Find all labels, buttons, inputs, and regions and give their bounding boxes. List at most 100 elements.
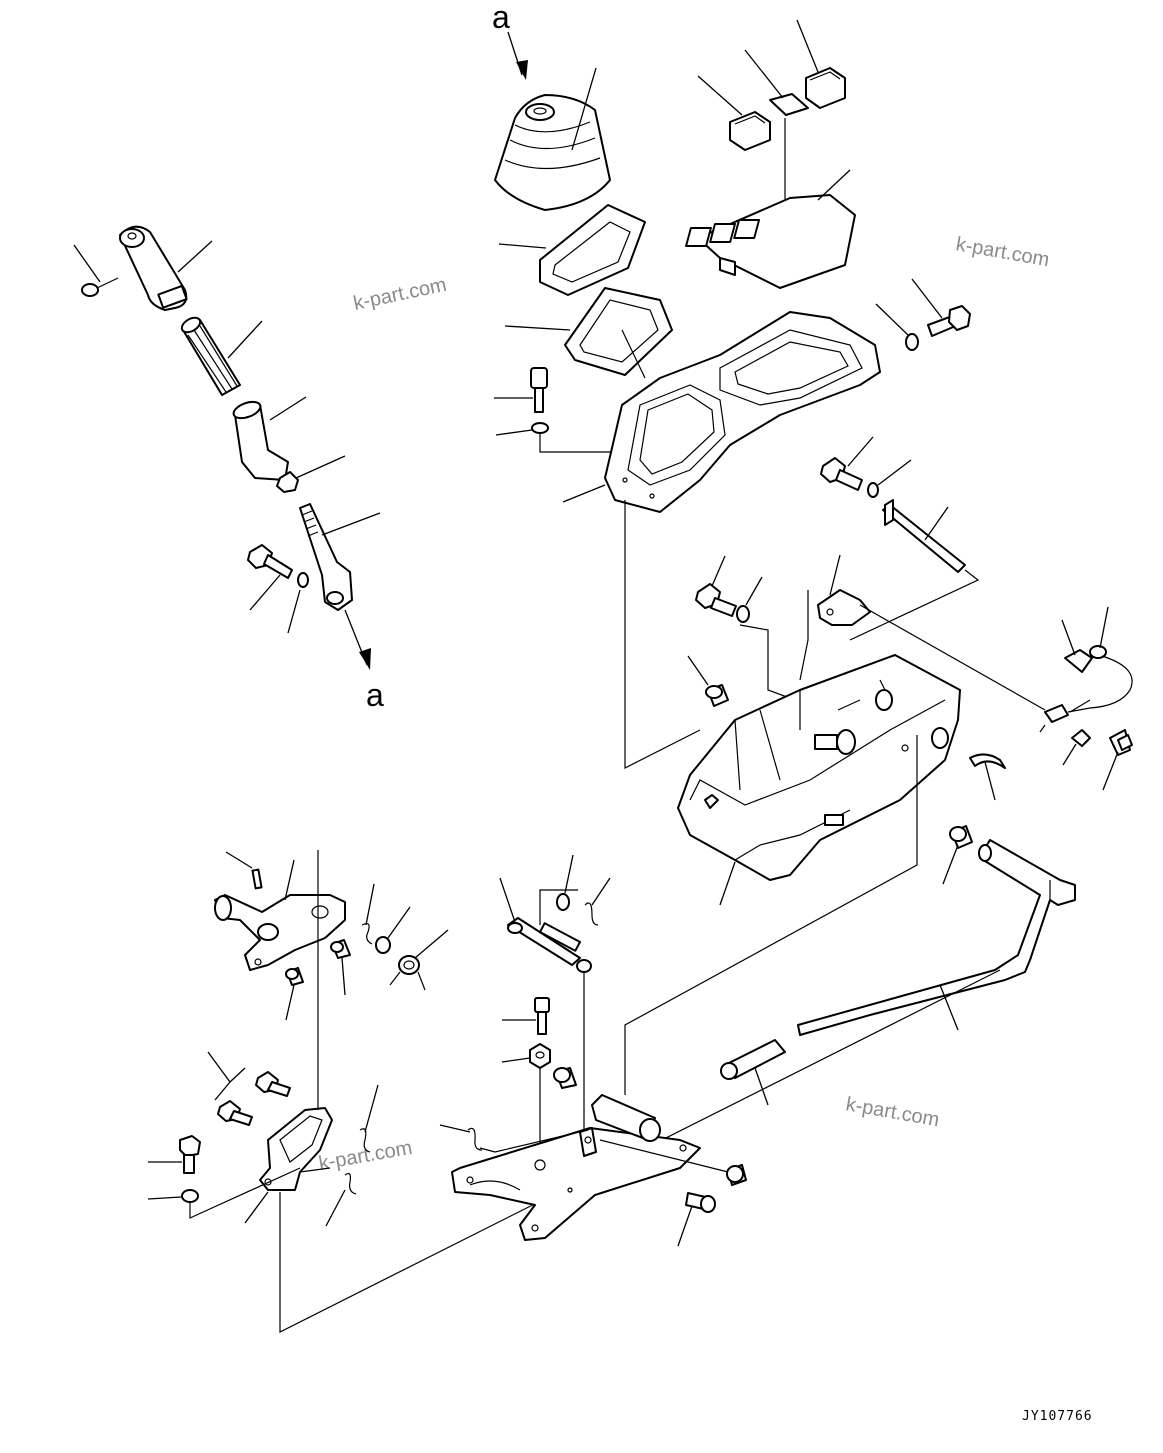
assembly-link-line: [624, 500, 701, 769]
leader-line: [875, 303, 909, 336]
pivot-shaft: [579, 1094, 661, 1157]
leader-line: [829, 554, 841, 596]
leader-line: [244, 1191, 269, 1224]
leader-line: [697, 75, 743, 116]
assembly-link-line: [621, 329, 646, 379]
console-cover: [604, 311, 881, 513]
lever-rod: [299, 503, 353, 611]
bushing: [705, 684, 729, 707]
leader-line: [365, 883, 375, 926]
leader-line: [1062, 743, 1077, 766]
watermark: k-part.com: [351, 274, 448, 315]
washer: [375, 936, 391, 954]
assembly-link-line: [849, 569, 980, 641]
bolt: [820, 457, 863, 491]
bushing: [553, 1067, 577, 1089]
bushing: [949, 825, 973, 849]
bolt: [695, 583, 737, 617]
leader-line: [817, 169, 851, 201]
cap-screw: [530, 367, 548, 413]
leader-line: [1099, 606, 1109, 649]
leader-line: [321, 512, 381, 536]
snap-pin: [359, 1128, 371, 1153]
leader-line: [414, 929, 449, 959]
leader-line: [1102, 751, 1119, 791]
leader-line: [501, 1057, 531, 1063]
lever-knob: [119, 225, 188, 311]
leader-line: [504, 325, 571, 331]
washer: [867, 482, 879, 498]
bushing: [330, 939, 351, 959]
console-base: [677, 654, 961, 881]
wiring-harness: [1039, 645, 1133, 733]
leader-line: [364, 1084, 379, 1133]
leader-line: [214, 1081, 231, 1101]
leader-line: [225, 851, 253, 869]
pedal-bracket: [259, 1107, 333, 1191]
leader-line: [591, 877, 611, 906]
leader-line: [687, 655, 709, 686]
leader-line: [287, 589, 301, 634]
washer: [531, 422, 549, 434]
hex-nut: [276, 471, 299, 493]
bolt: [255, 1071, 291, 1097]
washer: [736, 605, 750, 623]
switch-blank-cover: [769, 93, 809, 116]
leader-line: [711, 555, 726, 587]
bushing: [285, 967, 304, 986]
leader-line: [877, 459, 912, 486]
bolt: [217, 1100, 253, 1126]
cap-screw: [534, 997, 550, 1035]
hex-nut: [529, 1043, 551, 1069]
rubber-boot: [494, 94, 611, 211]
leader-line: [499, 877, 516, 923]
pivot-pin: [882, 499, 966, 573]
leader-line: [207, 1051, 246, 1083]
lever-boot-short: [232, 400, 289, 481]
leader-line: [341, 957, 346, 996]
sensor-clip: [1071, 729, 1091, 747]
leader-line: [439, 1124, 471, 1133]
torsion-spring: [389, 955, 426, 991]
assembly-link-line: [539, 889, 578, 925]
assembly-link-line: [799, 590, 809, 681]
assembly-link-line: [189, 1167, 301, 1219]
rocker-switch: [729, 111, 771, 151]
bolt: [927, 305, 971, 337]
leader-line: [911, 278, 943, 319]
boot-frame-lower: [564, 287, 673, 376]
snap-pin: [467, 1127, 483, 1151]
assembly-link-line: [479, 1129, 589, 1153]
watermark: k-part.com: [844, 1093, 941, 1131]
leader-line: [387, 906, 411, 939]
snap-pin: [344, 1172, 357, 1195]
leader-line: [73, 244, 101, 283]
bushing: [726, 1164, 747, 1186]
hex-bolt: [179, 1135, 201, 1174]
leader-line: [719, 861, 736, 906]
leader-line: [754, 1067, 769, 1106]
leader-line: [295, 455, 346, 479]
lock-lever: [797, 839, 1076, 1036]
leader-line: [495, 429, 533, 436]
leader-line: [147, 1196, 182, 1200]
leader-line: [939, 984, 959, 1031]
leader-line: [1061, 619, 1076, 656]
leader-line: [285, 984, 295, 1021]
leader-line: [269, 396, 307, 421]
bolt: [1109, 729, 1133, 756]
leader-line: [284, 859, 295, 901]
leader-line: [796, 19, 819, 73]
knob-screw: [81, 277, 119, 297]
leader-line: [562, 484, 606, 503]
assembly-link-line: [739, 624, 796, 701]
assembly-link-line: [624, 735, 918, 1095]
assembly-link-line: [279, 969, 1001, 1333]
leader-line: [227, 320, 263, 359]
bolt: [685, 1192, 716, 1213]
washer: [556, 893, 570, 911]
leader-line: [745, 576, 763, 606]
washer: [297, 572, 309, 588]
leader-line: [942, 844, 959, 885]
boot-frame-upper: [539, 204, 646, 296]
